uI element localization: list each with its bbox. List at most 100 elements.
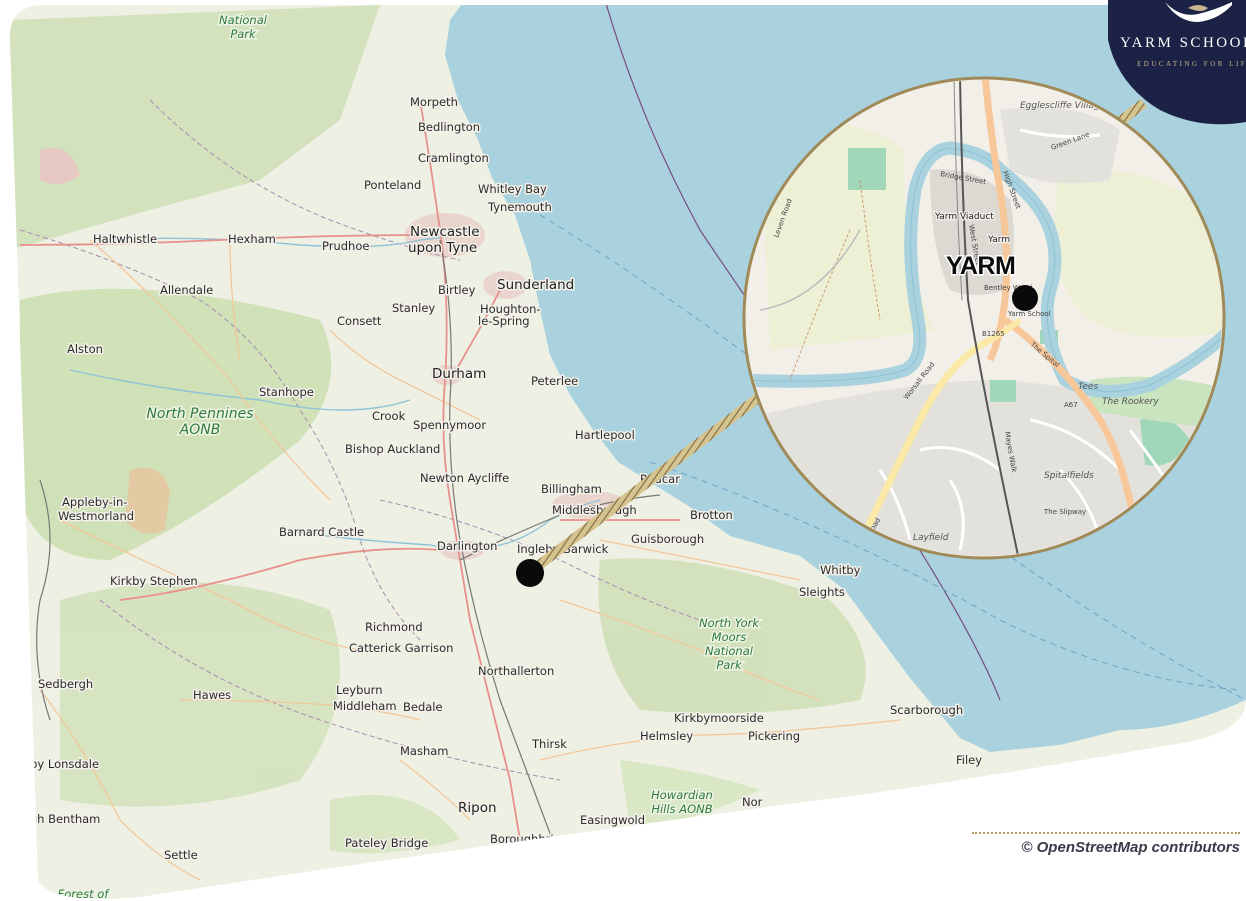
map-attribution: © OpenStreetMap contributors [1021, 839, 1240, 856]
sports-field [990, 380, 1016, 402]
farmland [1054, 168, 1222, 338]
sports-field [1140, 417, 1190, 466]
worsall-road [846, 336, 992, 556]
park-label: Forest of [58, 887, 111, 901]
town-label: Middleham [333, 699, 397, 713]
lane [759, 229, 861, 311]
town-label: Newton Aycliffe [420, 471, 509, 485]
town-label: Peterlee [531, 374, 578, 388]
town-label: Nor [742, 795, 763, 809]
town-label: Houghton- [480, 302, 541, 316]
inset-label-yarm: Yarm [987, 235, 1010, 245]
town-label: Kirkby Lonsdale [8, 757, 99, 771]
town-label: Scarborough [890, 703, 963, 717]
town-label: Boroughbri [490, 832, 554, 846]
farmland [760, 118, 935, 350]
street-label: Spitalfields [1044, 471, 1094, 481]
town-label: Kirkbymoorside [674, 711, 764, 725]
newcastle-label: Newcastle upon Tyne [407, 223, 482, 258]
town-label: Alston [67, 342, 103, 356]
town-label: Crook [372, 409, 406, 423]
town-label: Prudhoe [322, 239, 369, 253]
inset-label-a67: A67 [1064, 401, 1078, 409]
town-label: Whitby [820, 563, 861, 577]
street-label: The Rookery [1102, 397, 1159, 407]
town-label: Richmond [365, 620, 423, 634]
high-street [981, 80, 1011, 362]
b1265 [988, 317, 1022, 343]
town-label: Catterick Garrison [349, 641, 453, 655]
town-label: Hawes [193, 688, 231, 702]
major-roads [19, 99, 680, 899]
town-label: Bedale [403, 700, 443, 714]
town-label: Allendale [160, 283, 213, 297]
town-label: Sleights [799, 585, 845, 599]
town-centre [930, 169, 1014, 295]
town-label: le-Spring [478, 314, 530, 328]
town-label: Tynemouth [487, 200, 552, 214]
inset-label-layfield: Layfield [913, 533, 949, 543]
town-label: Masham [400, 744, 449, 758]
town-label: Morpeth [410, 95, 458, 109]
minor-roads [39, 239, 901, 881]
town-label: Consett [337, 314, 382, 328]
boundaries [19, 99, 701, 781]
town-label: Thirsk [531, 737, 567, 751]
town-label: Settle [164, 848, 198, 862]
town-label: Pateley Bridge [345, 836, 428, 850]
yarm-inset[interactable]: Yarm Viaduct Yarm Egglescliffe Village L… [740, 75, 1230, 565]
inset-label-b1265: B1265 [982, 330, 1005, 338]
inset-label-slipway: The Slipway [1043, 508, 1086, 516]
yarm-inset-marker[interactable] [1012, 285, 1038, 311]
city-label: Newcastle [410, 224, 480, 240]
town-label: Hartlepool [575, 428, 635, 442]
shipping-lane-south [649, 461, 1241, 691]
railway-line [959, 80, 1021, 556]
town-label: Barnard Castle [279, 525, 364, 539]
town-label: Northallerton [478, 664, 554, 678]
town-label: Pickering [748, 729, 800, 743]
town-label: Guisborough [631, 532, 704, 546]
town-label: Stanhope [259, 385, 314, 399]
inset-label-viaduct: Yarm Viaduct [934, 212, 994, 222]
town-label: Sedbergh [38, 677, 93, 691]
town-label: Billingham [541, 482, 602, 496]
town-label: Easingwold [580, 813, 645, 827]
town-label: Sunderland [497, 277, 574, 293]
yarm-location-marker[interactable] [516, 559, 544, 587]
town-label: Filey [956, 753, 982, 767]
town-label: Helmsley [640, 729, 693, 743]
town-label: Stanley [392, 301, 435, 315]
town-label: High Bentham [18, 812, 100, 826]
town-label: Durham [432, 366, 486, 382]
street-label: Tees [1078, 382, 1098, 392]
street-label: Yarm School [1007, 310, 1051, 318]
town-label: Whitley Bay [478, 182, 547, 196]
town-label: Bedlington [418, 120, 480, 134]
street-label: Bentley Wynd [984, 284, 1033, 292]
city-label: upon Tyne [408, 240, 477, 256]
residential-area [1000, 107, 1120, 184]
park-areas [10, 5, 866, 854]
eagle-crest-icon [1165, 2, 1232, 22]
town-label: Haltwhistle [93, 232, 157, 246]
sports-field [848, 148, 886, 190]
town-label: Ponteland [364, 178, 421, 192]
town-label: Spennymoor [413, 418, 486, 432]
school-logo[interactable]: YARM SCHOOL EDUCATING FOR LIFE [1108, 0, 1246, 125]
town-label: Kirkby Stephen [110, 574, 198, 588]
town-label: Appleby-in- [62, 495, 127, 509]
inset-border [742, 76, 1226, 560]
town-label: Leyburn [336, 683, 383, 697]
town-label: Westmorland [58, 509, 134, 523]
town-label: Bishop Auckland [345, 442, 440, 456]
town-label: Cramlington [418, 151, 489, 165]
town-label: Darlington [437, 539, 497, 553]
town-label: Brotton [690, 508, 733, 522]
